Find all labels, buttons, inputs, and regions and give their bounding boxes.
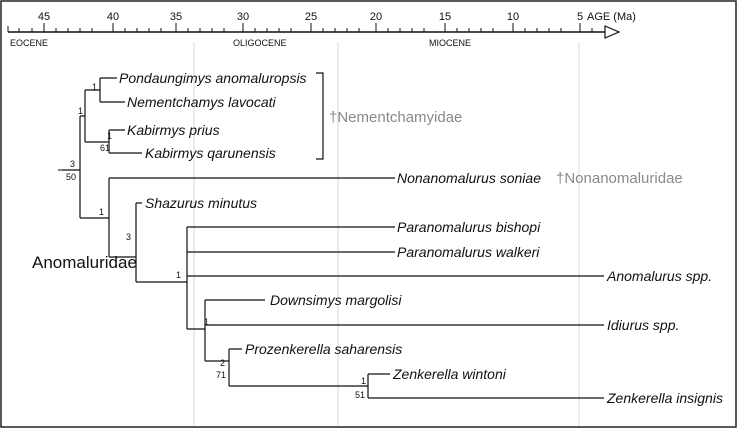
- gridlines: [193, 42, 580, 426]
- clade-label: Anomaluridae: [32, 253, 137, 272]
- support-value: 1: [78, 106, 83, 116]
- epoch-label: MIOCENE: [429, 38, 471, 48]
- support-value: 1: [107, 131, 112, 141]
- taxon-label: Kabirmys prius: [127, 122, 220, 138]
- tick-label: 45: [38, 11, 50, 23]
- tick-label: 40: [107, 11, 119, 23]
- family-label: †Nonanomaluridae: [556, 170, 683, 187]
- support-value: 3: [70, 159, 75, 169]
- support-value: 50: [66, 172, 76, 182]
- epoch-label: EOCENE: [10, 38, 48, 48]
- support-value: 61: [100, 143, 110, 153]
- support-value: 1: [361, 376, 366, 386]
- support-value: 51: [355, 390, 365, 400]
- support-value: 1: [92, 82, 97, 92]
- taxon-label: Downsimys margolisi: [270, 292, 402, 308]
- taxon-label: Anomalurus spp.: [606, 268, 712, 284]
- time-axis: 45 40 35 30 25 20 15 10 5 AGE (Ma) EOCEN…: [7, 11, 636, 48]
- taxon-label: Zenkerella wintoni: [392, 366, 507, 382]
- family-bracket: [316, 72, 324, 160]
- taxon-label: Kabirmys qarunensis: [145, 145, 276, 161]
- taxon-label: Zenkerella insignis: [606, 390, 723, 406]
- tick-label: 25: [305, 11, 317, 23]
- support-value: 1: [176, 270, 181, 280]
- taxon-label: Nementchamys lavocati: [127, 94, 277, 110]
- taxon-label: Nonanomalurus soniae: [397, 170, 541, 186]
- support-value: 1: [99, 207, 104, 217]
- tick-label: 35: [170, 11, 182, 23]
- support-value: 71: [216, 370, 226, 380]
- axis-title: AGE (Ma): [587, 11, 636, 23]
- tick-label: 15: [439, 11, 451, 23]
- taxon-label: Pondaungimys anomaluropsis: [119, 70, 307, 86]
- epoch-label: OLIGOCENE: [233, 38, 287, 48]
- support-value: 2: [220, 358, 225, 368]
- tick-label: 5: [577, 11, 583, 23]
- taxon-label: Paranomalurus walkeri: [397, 244, 540, 260]
- taxon-label: Prozenkerella saharensis: [245, 341, 402, 357]
- tick-label: 30: [237, 11, 249, 23]
- taxon-label: Idiurus spp.: [607, 317, 679, 333]
- tick-label: 20: [370, 11, 382, 23]
- support-value: 1: [204, 317, 209, 327]
- taxon-label: Paranomalurus bishopi: [397, 219, 541, 235]
- family-label: †Nementchamyidae: [329, 109, 462, 126]
- tick-label: 10: [507, 11, 519, 23]
- axis-arrow-icon: [604, 25, 621, 39]
- taxon-label: Shazurus minutus: [145, 195, 257, 211]
- support-value: 3: [126, 232, 131, 242]
